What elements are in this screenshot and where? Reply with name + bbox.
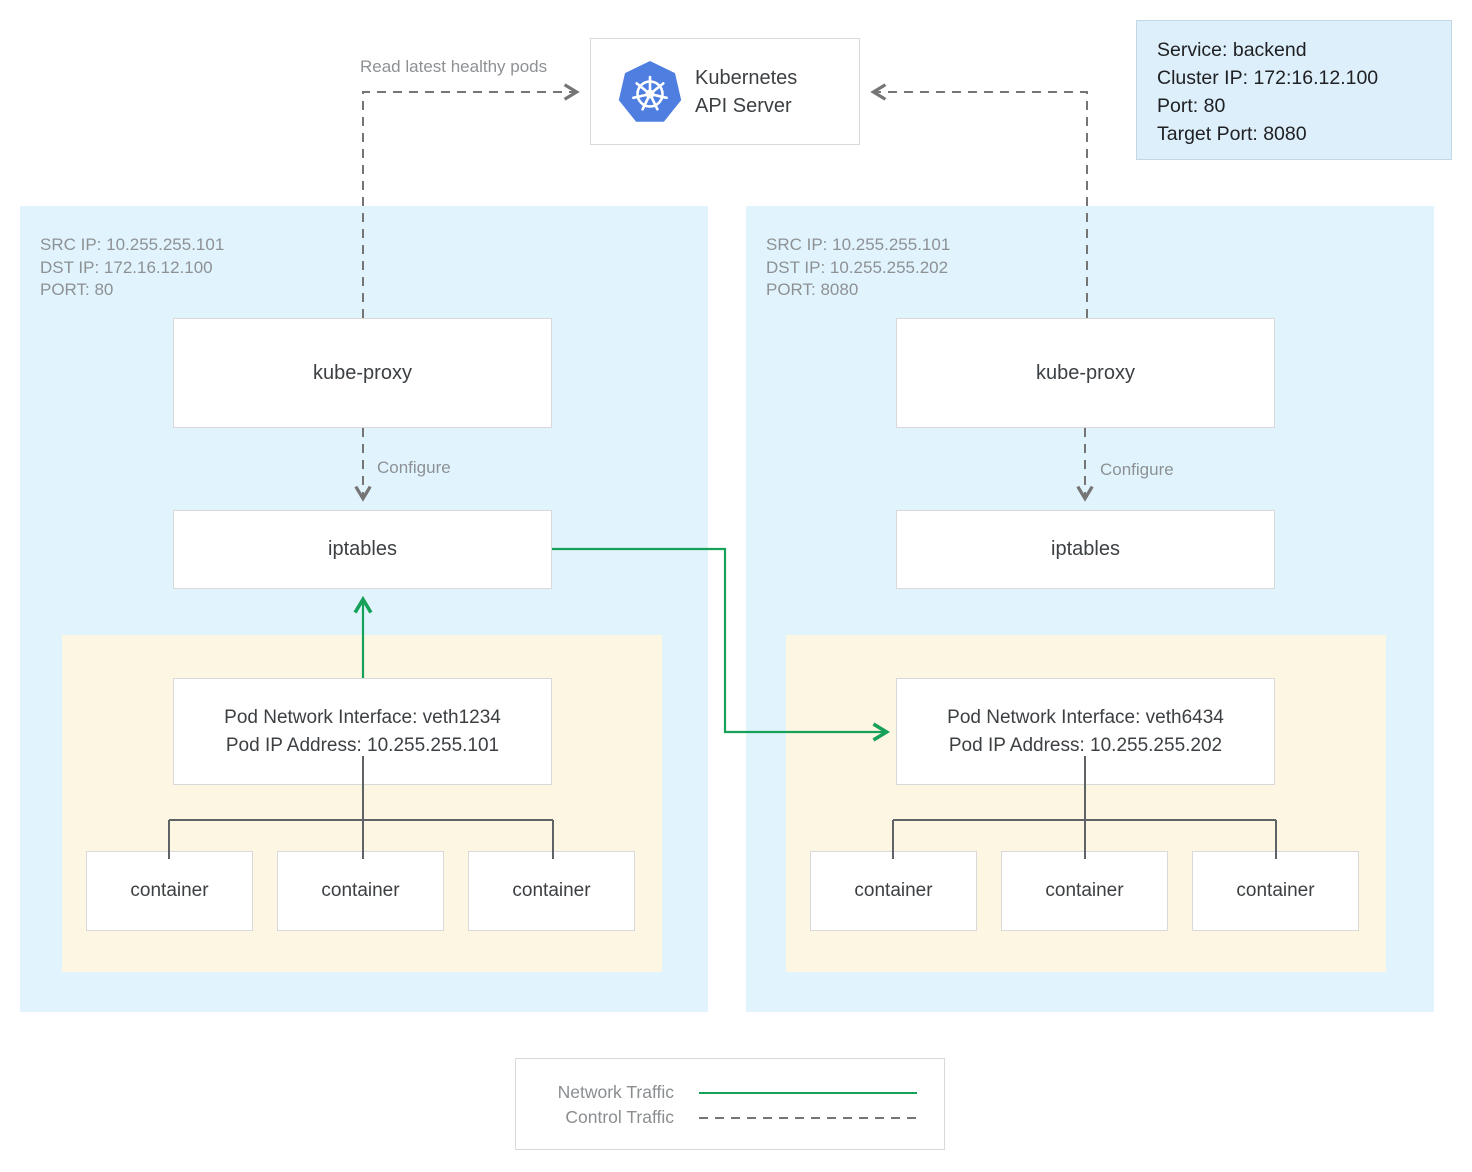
api-server-title-line1: Kubernetes bbox=[695, 66, 798, 89]
kube-proxy-box-left: kube-proxy bbox=[173, 318, 552, 428]
api-server-title: Kubernetes API Server bbox=[695, 64, 797, 120]
container-label: container bbox=[854, 880, 933, 901]
api-server-box: Kubernetes API Server bbox=[590, 38, 860, 145]
pod-ip-line: Pod IP Address: 10.255.255.101 bbox=[225, 734, 500, 756]
container-label: container bbox=[1236, 880, 1315, 901]
container-box: container bbox=[1001, 851, 1168, 931]
dst-ip-label: DST IP: 10.255.255.202 bbox=[766, 257, 949, 277]
packet-info-right: SRC IP: 10.255.255.101 DST IP: 10.255.25… bbox=[766, 234, 950, 302]
network-traffic-label: Network Traffic bbox=[557, 1082, 674, 1102]
kube-proxy-box-right: kube-proxy bbox=[896, 318, 1275, 428]
iptables-box-left: iptables bbox=[173, 510, 552, 589]
port-label: PORT: 8080 bbox=[766, 280, 859, 299]
container-box: container bbox=[468, 851, 635, 931]
read-latest-healthy-pods-label: Read latest healthy pods bbox=[360, 57, 548, 76]
legend: Network Traffic Control Traffic bbox=[515, 1058, 945, 1150]
control-traffic-line-sample bbox=[699, 1116, 917, 1119]
iptables-label: iptables bbox=[1051, 538, 1120, 560]
container-label: container bbox=[130, 880, 209, 901]
container-box: container bbox=[277, 851, 444, 931]
pod-interface-line: Pod Network Interface: veth1234 bbox=[224, 706, 501, 728]
kube-proxy-label: kube-proxy bbox=[313, 361, 412, 384]
legend-row-control: Control Traffic bbox=[516, 1105, 944, 1130]
iptables-box-right: iptables bbox=[896, 510, 1275, 589]
configure-label-left: Configure bbox=[377, 458, 451, 477]
service-info-box: Service: backend Cluster IP: 172:16.12.1… bbox=[1136, 20, 1452, 160]
container-label: container bbox=[321, 880, 400, 901]
port-label: PORT: 80 bbox=[40, 280, 114, 299]
packet-info-left: SRC IP: 10.255.255.101 DST IP: 172.16.12… bbox=[40, 234, 224, 302]
container-box: container bbox=[86, 851, 253, 931]
dst-ip-label: DST IP: 172.16.12.100 bbox=[40, 257, 213, 277]
container-label: container bbox=[512, 880, 591, 901]
legend-row-network: Network Traffic bbox=[516, 1080, 944, 1105]
cluster-ip-label: Cluster IP: 172:16.12.100 bbox=[1157, 67, 1379, 89]
container-box: container bbox=[810, 851, 977, 931]
container-label: container bbox=[1045, 880, 1124, 901]
kube-proxy-label: kube-proxy bbox=[1036, 361, 1135, 384]
src-ip-label: SRC IP: 10.255.255.101 bbox=[40, 235, 225, 254]
src-ip-label: SRC IP: 10.255.255.101 bbox=[766, 235, 951, 254]
pod-interface-box-left: Pod Network Interface: veth1234 Pod IP A… bbox=[173, 678, 552, 785]
pod-interface-line: Pod Network Interface: veth6434 bbox=[947, 706, 1224, 728]
network-traffic-line-sample bbox=[699, 1091, 917, 1094]
pod-ip-line: Pod IP Address: 10.255.255.202 bbox=[948, 734, 1223, 756]
iptables-label: iptables bbox=[328, 538, 397, 560]
pod-interface-box-right: Pod Network Interface: veth6434 Pod IP A… bbox=[896, 678, 1275, 785]
control-traffic-label: Control Traffic bbox=[565, 1107, 674, 1127]
target-port-label: Target Port: 8080 bbox=[1157, 123, 1307, 145]
kubernetes-logo-icon bbox=[618, 60, 682, 122]
service-name-label: Service: backend bbox=[1157, 39, 1307, 61]
configure-label-right: Configure bbox=[1100, 460, 1174, 479]
container-box: container bbox=[1192, 851, 1359, 931]
api-server-title-line2: API Server bbox=[695, 94, 792, 117]
port-label: Port: 80 bbox=[1157, 95, 1226, 117]
